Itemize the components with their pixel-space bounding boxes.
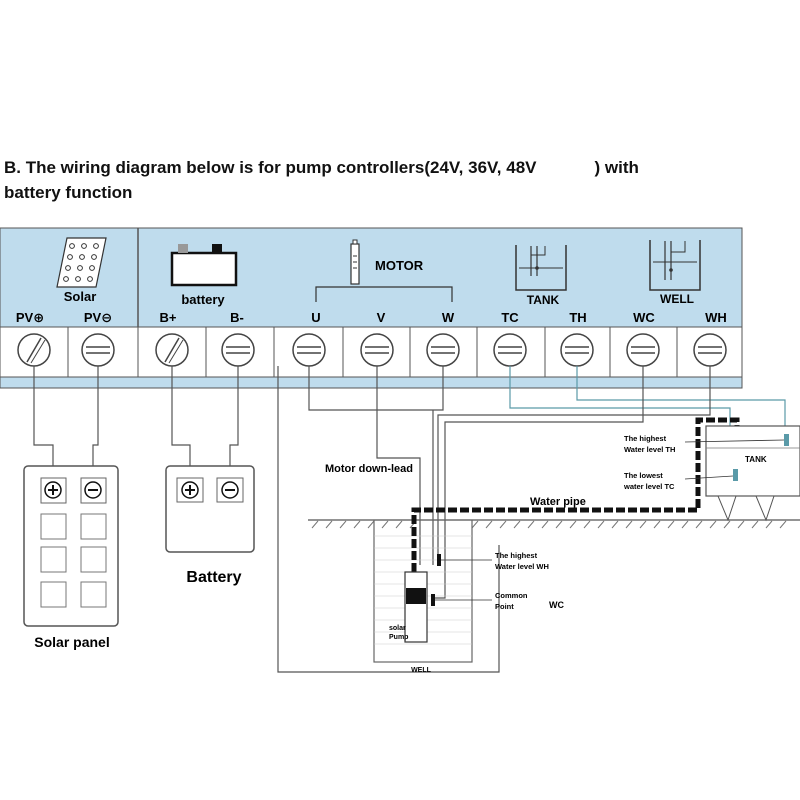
screw-pv-plus [17,333,51,367]
ground-return-wire [277,366,500,673]
water-pipe-label: Water pipe [530,496,586,508]
tank-lowest-label-2: water level TC [623,482,675,491]
solar-panel-device [23,465,119,627]
motor-down-lead-label: Motor down-lead [325,463,413,475]
terminal-label-w: W [442,310,455,325]
solar-label: Solar [64,289,97,304]
screw-tc [493,333,527,367]
terminal-label-wh: WH [705,310,727,325]
well-high-probe [437,554,441,566]
tank-icon [515,245,567,291]
battery-label: battery [181,292,225,307]
well-icon [649,240,701,291]
screw-w [426,333,460,367]
well-label: WELL [660,292,694,306]
screw-wh [693,333,727,367]
battery-icon [170,244,238,287]
solar-pump-label-2: Pump [389,634,408,641]
tank-highest-label-2: Water level TH [624,445,675,454]
terminal-dividers [67,327,678,377]
screw-u [292,333,326,367]
tank-body [705,425,800,522]
terminal-label-tc: TC [501,310,519,325]
ground-surface [308,519,800,529]
diagram-title-line2: battery function [4,183,133,202]
terminal-label-b-minus: B- [230,310,244,325]
screw-b-plus [155,333,189,367]
motor-icon [350,239,360,285]
tank-high-leader [684,439,785,443]
terminal-label-u: U [311,310,320,325]
solar-panel-label: Solar panel [34,634,109,650]
battery-wires [171,366,239,478]
water-pipe [411,417,740,572]
solar-plus-terminal-icon [44,481,62,499]
well-highest-label-1: The highest [495,551,538,560]
screw-v [360,333,394,367]
terminal-label-pv-minus: PV⊖ [84,310,112,325]
well-highest-label-2: Water level WH [495,562,549,571]
tank-lowest-label-1: The lowest [624,471,663,480]
solar-wires [33,366,99,478]
terminal-label-v: V [377,310,386,325]
title-text-b: ) with [594,158,639,177]
solar-pump-label-1: solar [389,625,406,632]
common-point-label-1: Common [495,591,528,600]
terminal-label-b-plus: B+ [160,310,177,325]
solar-pump [404,571,428,643]
motor-label: MOTOR [375,258,424,273]
wc-label: WC [549,600,564,610]
battery-device [165,465,255,553]
screw-wc [626,333,660,367]
diagram-title-line1: B. The wiring diagram below is for pump … [4,158,639,178]
battery-plus-terminal-icon [181,481,199,499]
terminal-label-pv-plus: PV⊕ [16,310,44,325]
motor-bracket [315,286,453,302]
tank-label: TANK [527,293,560,307]
well-bottom-label: WELL [411,667,432,674]
screw-b-minus [221,333,255,367]
screw-pv-minus [81,333,115,367]
battery-minus-terminal-icon [221,481,239,499]
title-text-a: B. The wiring diagram below is for pump … [4,158,537,177]
common-point-label-2: Point [495,602,514,611]
well-common-probe [431,594,435,606]
tank-highest-label-1: The highest [624,434,667,443]
tank-low-leader [684,475,734,480]
terminal-label-th: TH [569,310,586,325]
screw-th [560,333,594,367]
terminal-label-wc: WC [633,310,655,325]
tank-field-label: TANK [745,455,767,464]
solar-icon [56,237,107,288]
solar-minus-terminal-icon [84,481,102,499]
battery-device-label: Battery [186,569,241,586]
